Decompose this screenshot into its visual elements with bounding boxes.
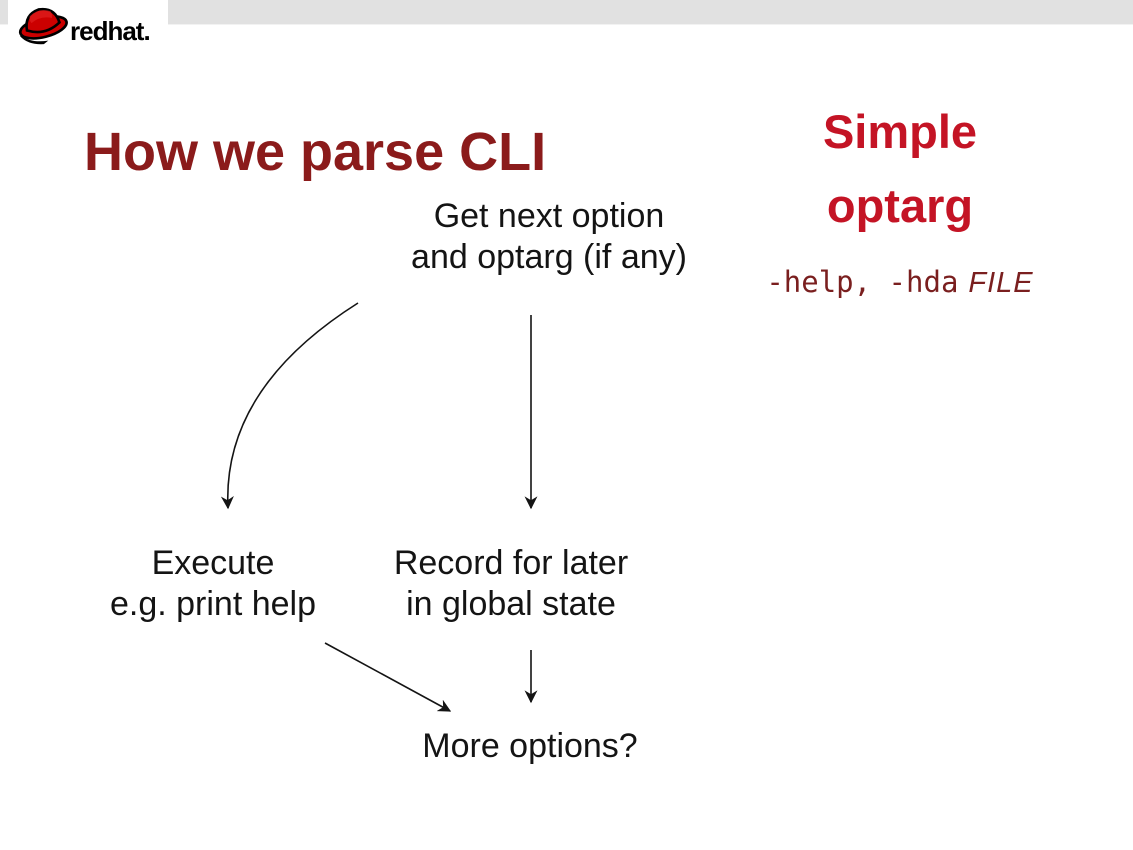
redhat-logo: redhat. [8, 0, 168, 46]
node-text-line: More options? [422, 727, 638, 765]
page-title: How we parse CLI [84, 122, 547, 183]
node-text-line: and optarg (if any) [411, 238, 687, 276]
cli-example-code: -help, -hda FILE [730, 265, 1070, 300]
aside-heading-line2: optarg [826, 179, 974, 232]
logo-word-hat: hat. [107, 16, 150, 46]
logo-word-red: red [70, 16, 108, 46]
redhat-fedora-icon [18, 7, 68, 45]
flowchart-node-execute: Execute e.g. print help [110, 543, 316, 625]
node-text-line: Execute [151, 544, 275, 582]
arrow-execute-to-more [324, 642, 452, 712]
aside-heading-line1: Simple [822, 105, 978, 158]
flowchart-node-get-next-option: Get next option and optarg (if any) [411, 196, 687, 278]
cli-example-argument: FILE [968, 267, 1034, 299]
redhat-logo-text: redhat. [70, 16, 151, 47]
node-text-line: e.g. print help [109, 585, 317, 623]
cli-example-options: -help, -hda [766, 265, 959, 299]
node-text-line: Get next option [433, 197, 665, 235]
flowchart-node-record-for-later: Record for later in global state [394, 543, 628, 625]
arrow-get-next-to-execute [220, 302, 359, 510]
header-bar [0, 0, 1133, 25]
sidebar-note: Simple optarg -help, -hda FILE [730, 95, 1070, 300]
flowchart-node-more-options: More options? [422, 726, 637, 767]
node-text-line: Record for later [393, 544, 629, 582]
node-text-line: in global state [406, 585, 616, 623]
aside-heading: Simple optarg [730, 95, 1070, 243]
